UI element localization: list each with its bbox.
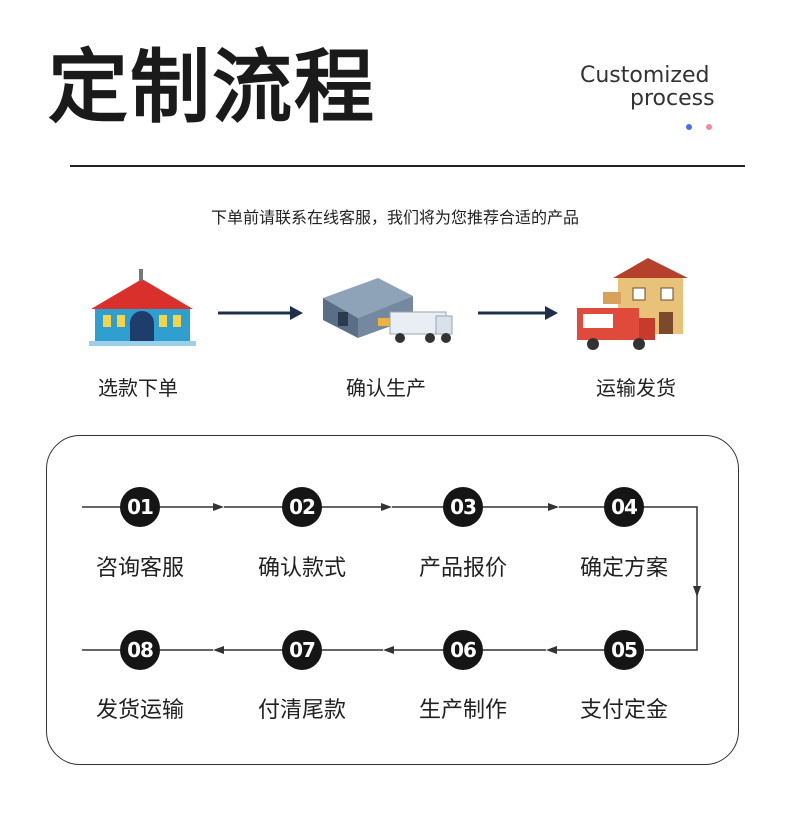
step-06-label: 生产制作 <box>418 698 507 723</box>
overview-label-1: 选款下单 <box>98 376 178 400</box>
step-04-label: 确定方案 <box>579 556 668 581</box>
step-07-badge: 07 <box>282 630 322 670</box>
step-08-label: 发货运输 <box>95 698 184 723</box>
step-01-badge: 01 <box>120 487 160 527</box>
page-title: 定制流程 <box>48 41 376 134</box>
subtitle-line-1: Customized <box>580 63 710 88</box>
step-05-label: 支付定金 <box>579 698 668 723</box>
step-07-label: 付清尾款 <box>257 698 346 723</box>
header-divider <box>70 165 745 167</box>
step-03-label: 产品报价 <box>418 556 507 581</box>
blue-dot-decoration <box>686 124 692 130</box>
process-box <box>46 435 739 765</box>
step-01-label: 咨询客服 <box>95 556 184 581</box>
step-03-badge: 03 <box>443 487 483 527</box>
overview-label-2: 确认生产 <box>346 376 426 400</box>
step-08-badge: 08 <box>120 630 160 670</box>
delivery-van-house-icon <box>577 258 688 350</box>
step-04-badge: 04 <box>604 487 644 527</box>
house-store-icon <box>89 269 196 346</box>
contact-note: 下单前请联系在线客服，我们将为您推荐合适的产品 <box>210 208 579 227</box>
factory-truck-icon <box>323 278 453 343</box>
overview-label-3: 运输发货 <box>596 376 676 400</box>
pink-dot-decoration <box>706 124 712 130</box>
step-06-badge: 06 <box>443 630 483 670</box>
step-02-label: 确认款式 <box>257 556 346 581</box>
step-05-badge: 05 <box>604 630 644 670</box>
subtitle-line-2: process <box>630 86 715 111</box>
step-02-badge: 02 <box>282 487 322 527</box>
